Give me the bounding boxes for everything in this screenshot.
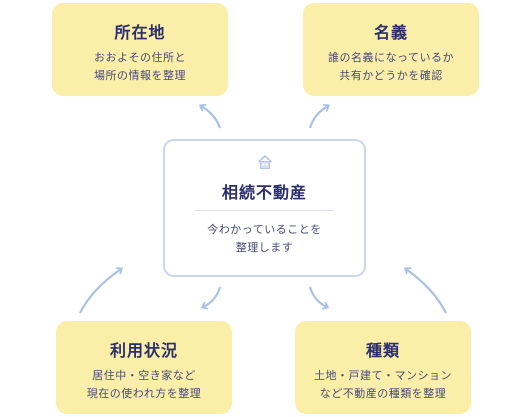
card-description: おおよその住所と 場所の情報を整理	[52, 49, 228, 85]
card-description: 誰の名義になっているか 共有かどうかを確認	[303, 49, 479, 85]
card-location: 所在地 おおよその住所と 場所の情報を整理	[52, 3, 228, 96]
arrow-left-up	[79, 269, 121, 314]
card-title: 利用状況	[109, 341, 178, 360]
card-desc-line: 土地・戸建て・マンション	[314, 369, 452, 382]
center-description: 今わかっていることを 整理します	[165, 221, 364, 257]
card-desc-line: 居住中・空き家など	[92, 369, 196, 382]
card-desc-line: 場所の情報を整理	[94, 69, 186, 82]
card-title: 名義	[373, 23, 408, 42]
card-title: 所在地	[114, 23, 166, 42]
card-description: 居住中・空き家など 現在の使われ方を整理	[56, 367, 232, 403]
card-desc-line: おおよその住所と	[94, 51, 186, 64]
card-title: 種類	[365, 341, 400, 360]
arrow-to-ownership	[308, 106, 328, 129]
center-desc-line: 整理します	[235, 241, 294, 254]
arrow-center-down-right	[308, 286, 327, 307]
center-title: 相続不動産	[221, 183, 307, 202]
card-usage: 利用状況 居住中・空き家など 現在の使われ方を整理	[56, 321, 232, 414]
card-desc-line: 誰の名義になっているか	[328, 51, 454, 64]
center-card: 相続不動産 今わかっていることを 整理します	[163, 139, 366, 277]
arrow-center-down-left	[203, 286, 222, 307]
arrow-to-location	[201, 106, 222, 129]
card-desc-line: 共有かどうかを確認	[339, 69, 443, 82]
divider	[195, 210, 334, 211]
card-type: 種類 土地・戸建て・マンション など不動産の種類を整理	[295, 321, 471, 414]
card-description: 土地・戸建て・マンション など不動産の種類を整理	[295, 367, 471, 403]
card-desc-line: など不動産の種類を整理	[319, 387, 447, 400]
arrow-right-up	[406, 269, 447, 314]
center-desc-line: 今わかっていることを	[207, 223, 322, 236]
card-desc-line: 現在の使われ方を整理	[86, 387, 202, 400]
card-ownership: 名義 誰の名義になっているか 共有かどうかを確認	[303, 3, 479, 96]
house-icon	[257, 155, 273, 169]
